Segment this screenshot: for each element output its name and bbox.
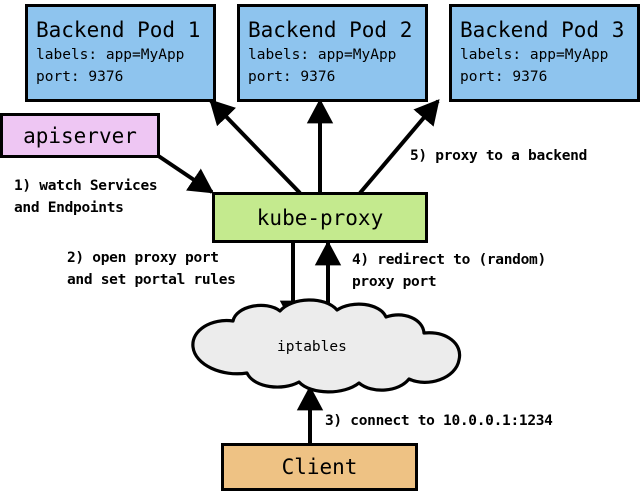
step-2-label-line1: 2) open proxy port	[67, 250, 219, 266]
backend-pod-3-title: Backend Pod 3	[460, 17, 625, 42]
arrow-kubeproxy-to-pod1	[209, 99, 302, 195]
backend-pod-1-labels: labels: app=MyApp	[36, 46, 185, 63]
backend-pod-1-port: port: 9376	[36, 68, 124, 85]
backend-pod-3-box: Backend Pod 3 labels: app=MyApp port: 93…	[449, 4, 640, 102]
arrow-apiserver-to-kubeproxy	[155, 153, 214, 194]
backend-pod-2-title: Backend Pod 2	[248, 17, 413, 42]
step-2-label-line2: and set portal rules	[67, 272, 236, 288]
step-1-label-line2: and Endpoints	[14, 200, 124, 216]
step-1-label-line1: 1) watch Services	[14, 178, 158, 194]
apiserver-box: apiserver	[0, 113, 160, 158]
backend-pod-1-title: Backend Pod 1	[36, 17, 201, 42]
arrow-kubeproxy-to-pod3	[358, 99, 440, 195]
client-box: Client	[221, 443, 418, 491]
iptables-cloud	[191, 298, 462, 394]
apiserver-label: apiserver	[23, 123, 137, 148]
backend-pod-2-port: port: 9376	[248, 68, 336, 85]
iptables-label: iptables	[277, 339, 347, 355]
step-5-label: 5) proxy to a backend	[410, 148, 588, 164]
step-3-label: 3) connect to 10.0.0.1:1234	[325, 413, 553, 429]
kube-proxy-box: kube-proxy	[212, 192, 428, 243]
backend-pod-2-box: Backend Pod 2 labels: app=MyApp port: 93…	[237, 4, 428, 102]
backend-pod-1-box: Backend Pod 1 labels: app=MyApp port: 93…	[25, 4, 216, 102]
backend-pod-3-port: port: 9376	[460, 68, 548, 85]
client-label: Client	[281, 455, 358, 479]
backend-pod-3-labels: labels: app=MyApp	[460, 46, 609, 63]
step-4-label-line2: proxy port	[352, 274, 437, 290]
step-4-label-line1: 4) redirect to (random)	[352, 252, 546, 268]
kube-proxy-label: kube-proxy	[256, 205, 384, 230]
backend-pod-2-labels: labels: app=MyApp	[248, 46, 397, 63]
